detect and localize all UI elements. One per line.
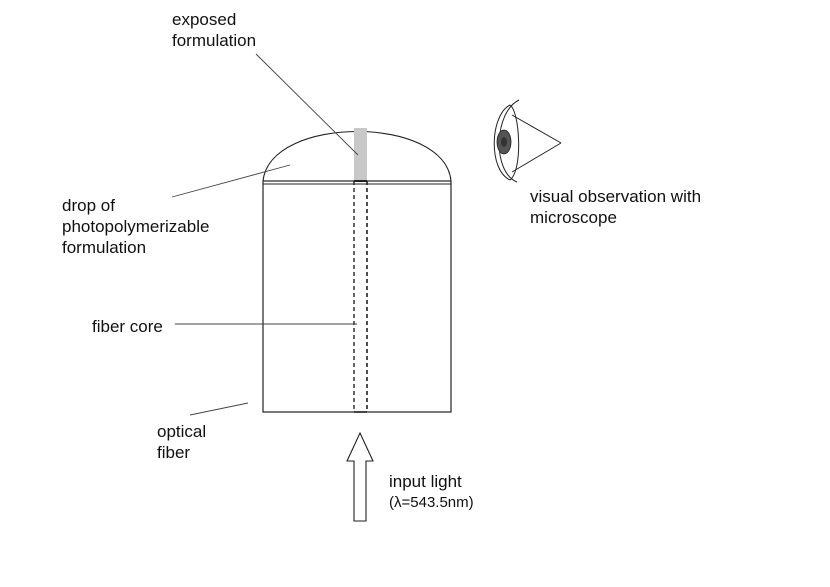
leader-exposed	[255, 53, 359, 156]
label-exposed-line2: formulation	[172, 31, 257, 50]
label-exposed-formulation: exposed formulation	[172, 9, 256, 51]
label-optical-fiber: optical fiber	[157, 421, 206, 463]
label-drop-line2: photopolymerizable	[62, 217, 210, 236]
label-fiber-core: fiber core	[92, 317, 163, 336]
label-visual-line2: microscope	[530, 208, 617, 227]
label-visual-observation: visual observation with microscope	[530, 186, 701, 228]
label-exposed-line1: exposed	[172, 10, 237, 29]
input-light-arrow	[346, 431, 374, 522]
exposed-formulation-region	[354, 128, 367, 181]
label-input-line1: input light	[389, 472, 462, 491]
label-input-light: input light (λ=543.5nm)	[389, 471, 474, 513]
label-visual-line1: visual observation with	[530, 187, 702, 206]
optical-fiber-body	[262, 180, 452, 413]
label-optical-line2: fiber	[157, 443, 191, 462]
leader-drop	[171, 164, 291, 198]
label-optical-line1: optical	[157, 422, 207, 441]
leader-optical	[189, 402, 249, 416]
label-drop-line3: formulation	[62, 238, 147, 257]
label-input-line2: (λ=543.5nm)	[389, 494, 474, 511]
label-drop-line1: drop of	[62, 196, 115, 215]
eye-icon	[493, 99, 562, 183]
label-drop-of-formulation: drop of photopolymerizable formulation	[62, 195, 209, 258]
